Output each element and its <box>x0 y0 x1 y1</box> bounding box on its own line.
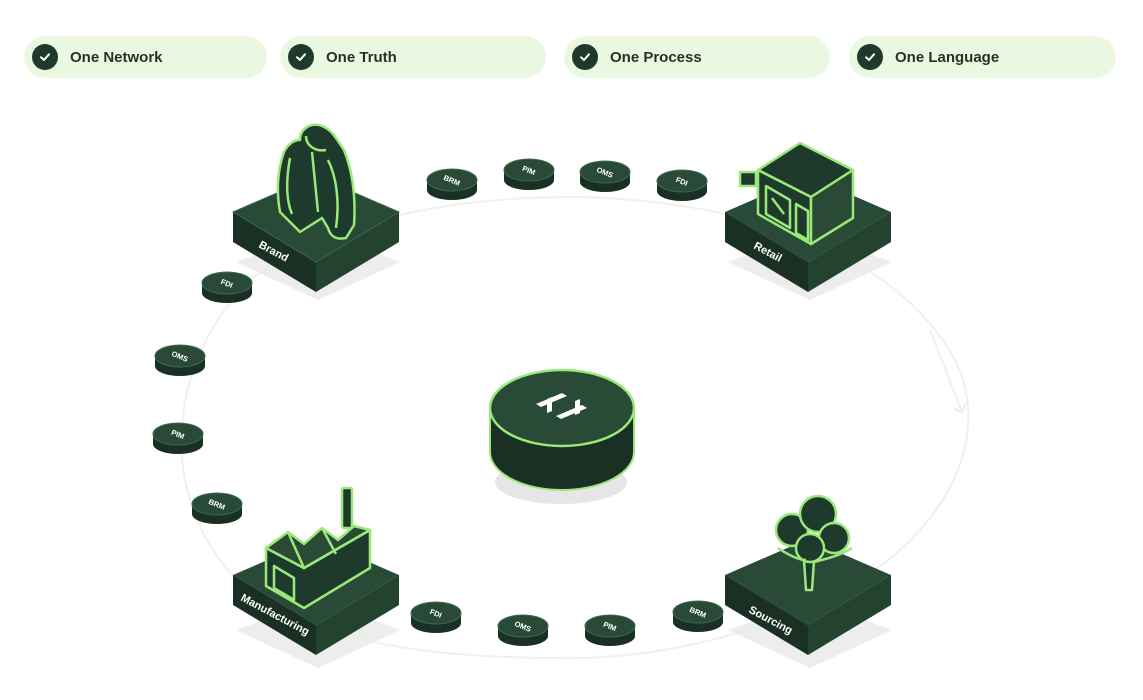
pill-label: One Truth <box>326 48 397 66</box>
token-bottom-pim: PIM <box>584 614 636 646</box>
jacket-icon <box>276 123 356 240</box>
factory-icon <box>264 486 372 610</box>
check-icon <box>32 44 58 70</box>
pillar-bar: One Network One Truth One Process One La… <box>0 0 1143 100</box>
token-top-brm: BRM <box>426 168 478 200</box>
node-brand: Brand <box>231 123 401 300</box>
tree-icon <box>774 494 853 592</box>
pill-one-network: One Network <box>24 36 267 78</box>
node-retail: Retail <box>725 141 892 300</box>
token-left-pim: PIM <box>152 422 204 454</box>
check-icon <box>572 44 598 70</box>
pill-one-process: One Process <box>564 36 830 78</box>
token-bottom-fdi: FDI <box>410 601 462 633</box>
check-icon <box>288 44 314 70</box>
pill-one-language: One Language <box>849 36 1116 78</box>
token-left-brm: BRM <box>191 492 243 524</box>
hub-logo-icon <box>536 393 587 419</box>
check-icon <box>857 44 883 70</box>
pill-label: One Network <box>70 48 163 66</box>
node-manufacturing: Manufacturing <box>233 486 400 668</box>
token-bottom-brm: BRM <box>672 600 724 632</box>
pill-one-truth: One Truth <box>280 36 546 78</box>
token-top-fdi: FDI <box>656 169 708 201</box>
token-layer: BRM PIM OMS FDI FDI OMS PIM BRM FDI OMS PIM BRM <box>152 158 724 646</box>
token-top-oms: OMS <box>579 160 631 192</box>
pill-label: One Language <box>895 48 1000 66</box>
token-label: FDI <box>220 277 235 290</box>
token-label: FDI <box>675 175 690 188</box>
token-bottom-oms: OMS <box>497 614 549 646</box>
pill-label: One Process <box>610 48 702 66</box>
store-icon <box>738 141 855 246</box>
token-left-fdi: FDI <box>201 271 253 303</box>
token-label: FDI <box>429 607 444 620</box>
node-sourcing: Sourcing <box>725 494 892 668</box>
token-top-pim: PIM <box>503 158 555 190</box>
central-hub <box>488 368 636 504</box>
token-left-oms: OMS <box>154 344 206 376</box>
